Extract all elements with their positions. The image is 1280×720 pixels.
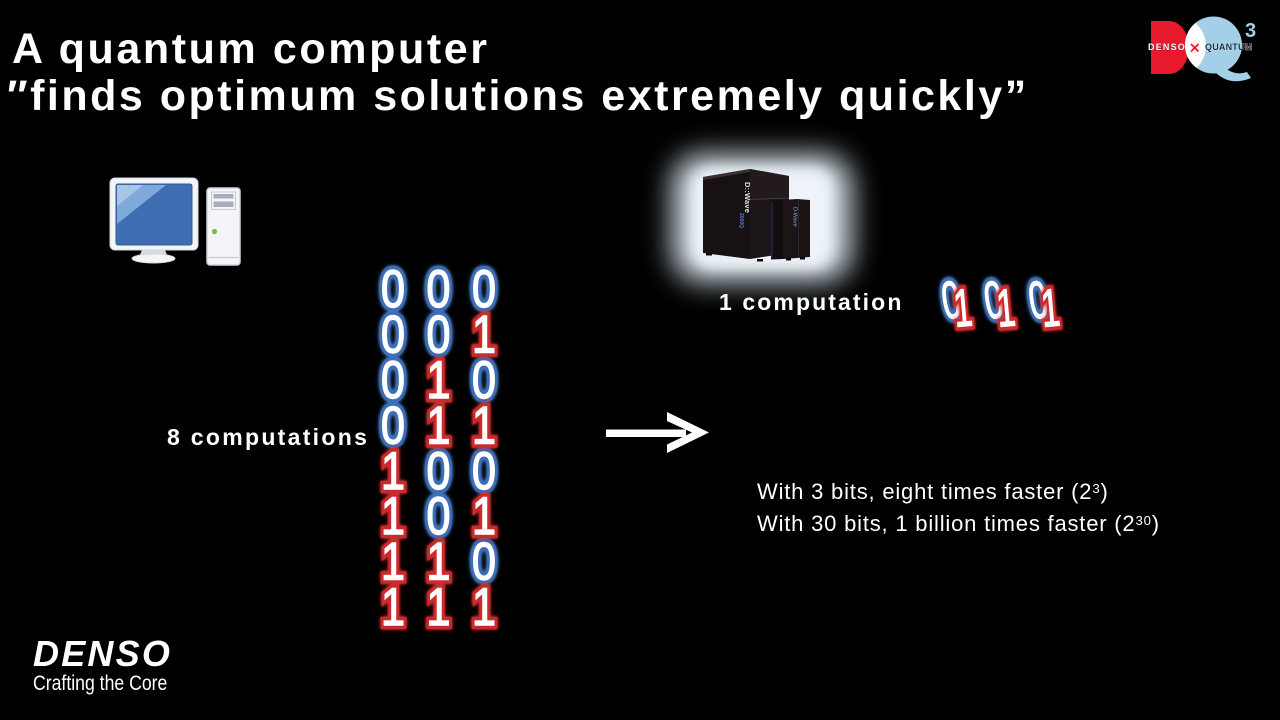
svg-text:2000Q: 2000Q (738, 213, 744, 228)
svg-text:QUANTUM: QUANTUM (1205, 42, 1252, 52)
svg-text:D-Wave: D-Wave (792, 207, 798, 227)
svg-text:3: 3 (1245, 20, 1256, 42)
svg-text:DENSO: DENSO (1148, 42, 1186, 52)
svg-text:D::Wave: D::Wave (743, 182, 752, 213)
